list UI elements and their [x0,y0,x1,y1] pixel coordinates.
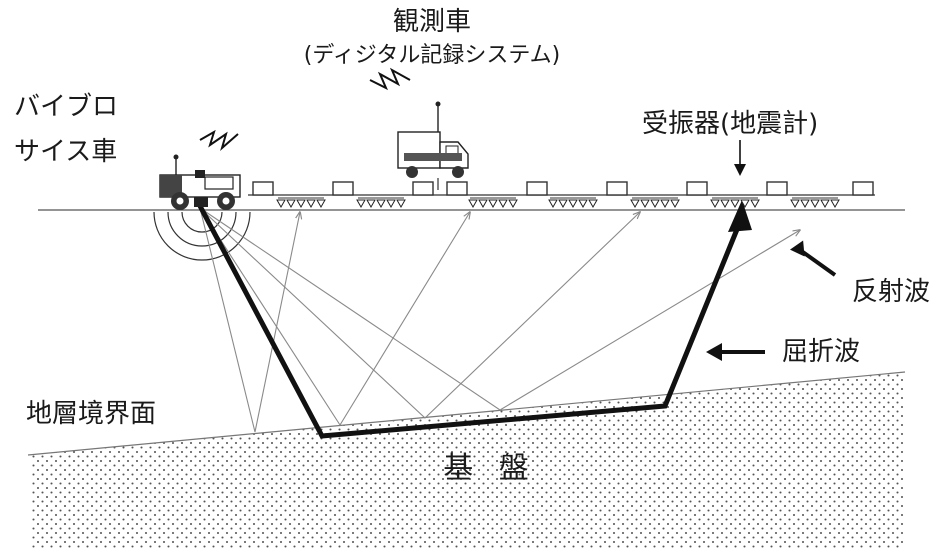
geophone-icon [720,199,730,209]
layer-boundary-line [27,371,906,456]
geophone-icon [396,199,406,209]
geophone-icon [830,199,840,209]
geophone-icon [568,199,578,209]
reflected-wave-label: 反射波 [852,277,930,307]
geophone-icon [286,199,296,209]
geophone-group [630,197,680,209]
refracted-ray [197,204,743,439]
geophone-icon [386,199,396,209]
geophone-icon [750,199,760,209]
geophone-icon [376,199,386,209]
layer-boundary-label: 地層境界面 [26,399,156,429]
geophone-groups [276,197,840,209]
geophone-icon [316,199,326,209]
geophone-icon [578,199,588,209]
geophone-group [710,197,760,209]
geophone-icon [276,199,286,209]
geophone-icon [548,199,558,209]
receiver-label: 受振器(地震計) [642,109,818,139]
reflected-wave-arrow [790,240,837,277]
observation-truck-icon [397,101,469,190]
geophone-group [356,197,406,209]
geophone-group [790,197,840,209]
geophone-icon [488,199,498,209]
geophone-icon [498,199,508,209]
geophone-icon [588,199,598,209]
geophone-group [468,197,518,209]
basement-label: 基 盤 [443,451,537,486]
vibroseis-label-line2: サイス車 [14,137,117,167]
refracted-wave-arrow [706,343,765,361]
geophone-icon [640,199,650,209]
geophone-icon [356,199,366,209]
geophone-group [548,197,598,209]
geophone-icon [306,199,316,209]
geophone-icon [650,199,660,209]
geophone-icon [740,199,750,209]
geophone-icon [296,199,306,209]
geophone-icon [660,199,670,209]
geophone-icon [810,199,820,209]
vibroseis-truck-icon [159,154,241,210]
geophone-icon [508,199,518,209]
geophone-icon [820,199,830,209]
radio-signal-icon [199,129,239,151]
geophone-icon [710,199,720,209]
source-wave-rings [153,211,251,261]
geophone-icon [366,199,376,209]
receiver-pointer-arrow [734,140,746,176]
receiver-chain [248,181,875,196]
geophone-group [276,197,326,209]
geophone-icon [558,199,568,209]
geophone-icon [670,199,680,209]
geophone-icon [730,199,740,209]
geophone-icon [478,199,488,209]
refracted-ray-arrowhead [728,200,752,232]
reflected-rays [199,207,800,433]
radio-signal-icon [369,67,411,91]
observation-truck-label: 観測車 [393,7,471,37]
geophone-icon [800,199,810,209]
geophone-icon [630,199,640,209]
observation-truck-sublabel: (ディジタル記録システム) [304,43,561,68]
geophone-icon [790,199,800,209]
vibroseis-label-line1: バイブロ [14,92,118,122]
geophone-icon [468,199,478,209]
basement-region [30,372,905,550]
refracted-wave-label: 屈折波 [782,337,860,367]
